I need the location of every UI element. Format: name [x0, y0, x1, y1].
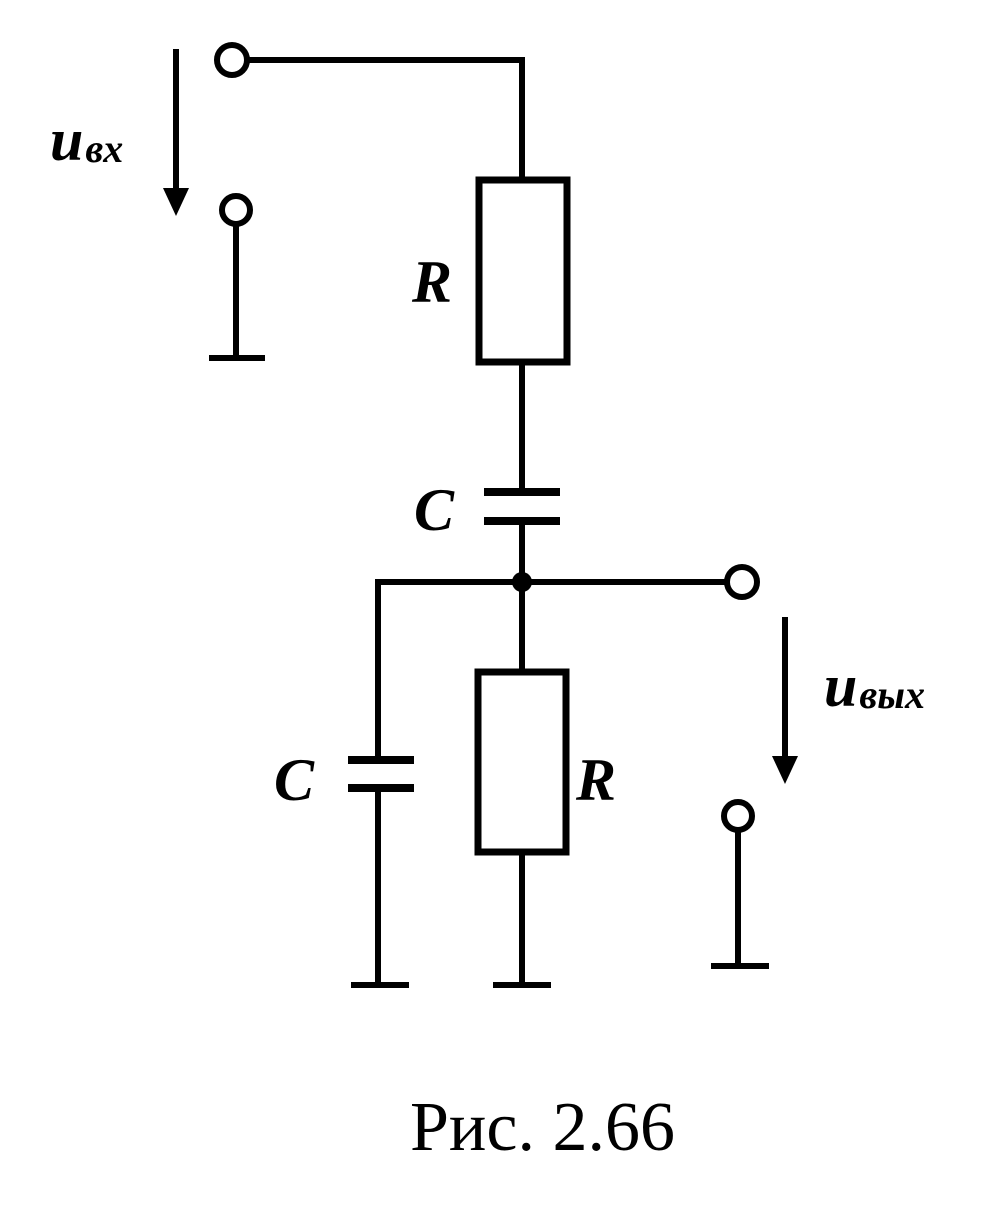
resistor-bottom: [474, 668, 570, 856]
resistor-top-label: R: [411, 249, 452, 315]
resistor-bottom-label: R: [575, 747, 616, 813]
output-terminal-bottom: [721, 799, 755, 833]
capacitor-shunt-label: C: [274, 747, 315, 813]
input-voltage-label: uвх: [50, 107, 123, 173]
output-terminal-top: [724, 564, 760, 600]
resistor-top: [475, 176, 571, 366]
output-voltage-arrow: [772, 617, 798, 784]
output-port: [711, 564, 798, 969]
input-terminal-top: [214, 42, 250, 78]
shunt-capacitor-branch: [348, 579, 414, 988]
output-voltage-label: uвых: [824, 653, 925, 719]
capacitor-series: [484, 488, 560, 525]
capacitor-shunt: [348, 756, 414, 792]
figure-caption: Рис. 2.66: [410, 1089, 675, 1166]
input-terminal-bottom: [219, 193, 253, 227]
shunt-resistor-branch: [474, 579, 570, 988]
input-port: [163, 42, 525, 361]
input-voltage-arrow: [163, 49, 189, 216]
capacitor-series-label: C: [414, 477, 455, 543]
series-branch: [475, 57, 571, 585]
